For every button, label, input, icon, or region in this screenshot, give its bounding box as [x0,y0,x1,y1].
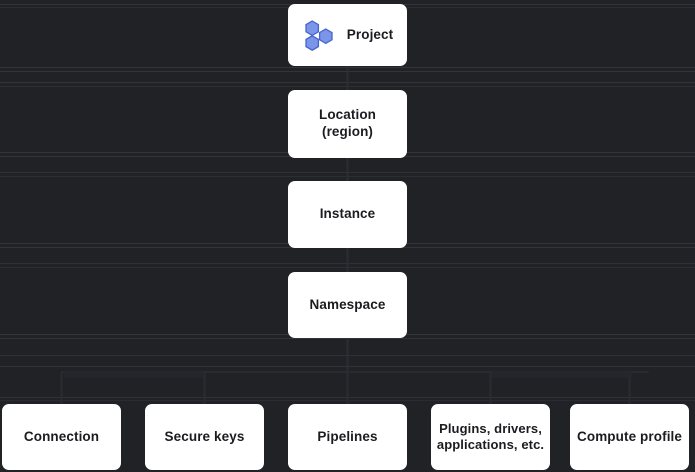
node-namespace[interactable]: Namespace [288,272,407,338]
node-plugins[interactable]: Plugins, drivers, applications, etc. [431,404,550,470]
node-namespace-label: Namespace [309,296,386,312]
node-location-label: Location (region) [318,107,377,139]
node-connection-label: Connection [23,428,100,444]
node-instance-label: Instance [319,206,376,222]
node-pipelines[interactable]: Pipelines [288,404,407,470]
node-project[interactable]: Project [288,4,407,66]
node-location[interactable]: Location (region) [288,90,407,158]
node-secure-keys-label: Secure keys [164,428,245,444]
node-project-label: Project [346,26,394,42]
node-pipelines-label: Pipelines [317,428,378,444]
hexagon-cluster-icon [305,20,333,51]
node-plugins-label: Plugins, drivers, applications, etc. [436,420,545,452]
node-compute-profile-label: Compute profile [577,428,682,444]
node-secure-keys[interactable]: Secure keys [145,404,264,470]
node-compute-profile[interactable]: Compute profile [570,404,689,470]
node-instance[interactable]: Instance [288,181,407,248]
node-connection[interactable]: Connection [2,404,121,470]
